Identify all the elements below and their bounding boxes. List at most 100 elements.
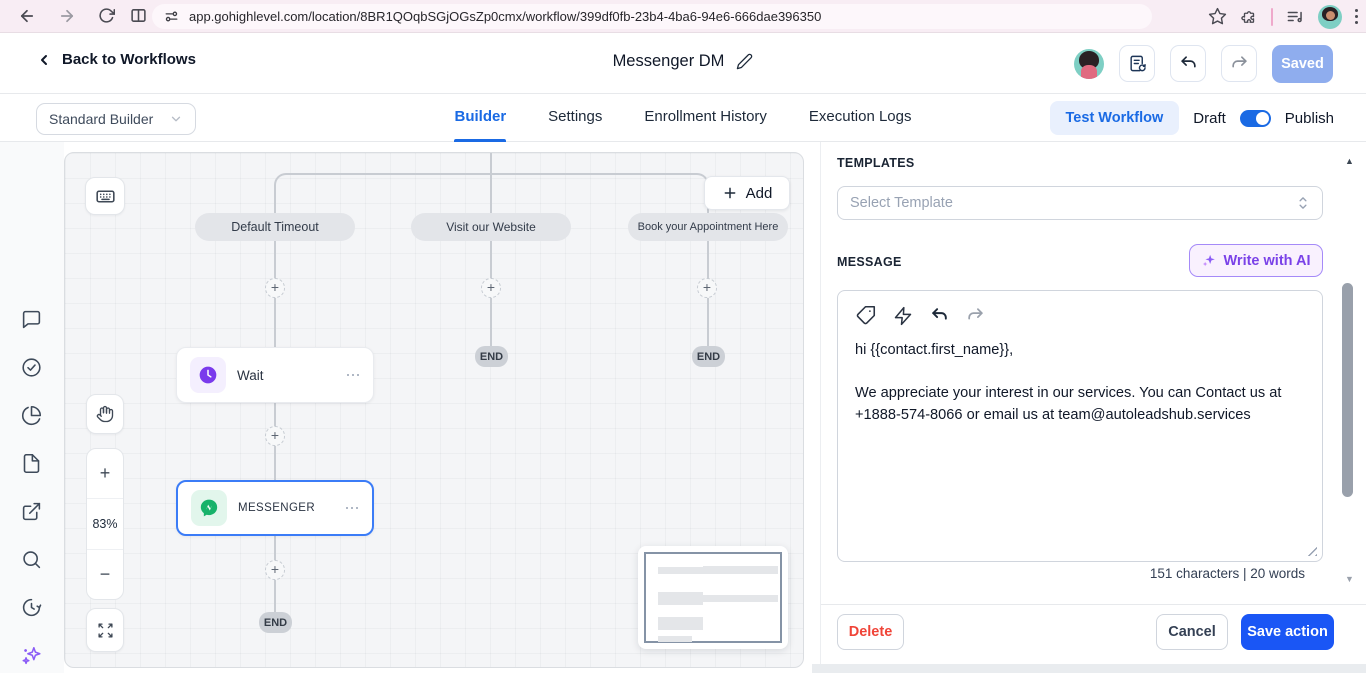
workflow-canvas[interactable]: Add Default Timeout Visit our Website Bo…	[64, 152, 804, 668]
url-text: app.gohighlevel.com/location/8BR1QOqbSGj…	[189, 9, 822, 24]
zoom-level: 83%	[87, 498, 123, 548]
editor-toolbar	[838, 291, 1322, 330]
scroll-up-arrow[interactable]: ▲	[1345, 156, 1354, 166]
template-select[interactable]: Select Template	[837, 186, 1323, 220]
external-link-icon[interactable]	[21, 501, 42, 522]
branch-pill-default-timeout[interactable]: Default Timeout	[195, 213, 355, 241]
page-bottom-strip	[812, 664, 1366, 673]
zoom-in-button[interactable]: +	[99, 463, 111, 484]
redo-icon	[1231, 56, 1247, 68]
builder-mode-select[interactable]: Standard Builder	[36, 103, 196, 135]
search-icon[interactable]	[21, 549, 42, 570]
branch-pill-visit-website[interactable]: Visit our Website	[411, 213, 571, 241]
chrome-divider	[1271, 7, 1273, 26]
connector-right-branch	[707, 185, 709, 346]
chat-icon[interactable]	[21, 309, 42, 330]
tab-enrollment-history[interactable]: Enrollment History	[644, 108, 767, 125]
draft-publish-toggle[interactable]	[1239, 109, 1271, 127]
scroll-down-arrow[interactable]: ▼	[1345, 574, 1354, 584]
app-header: Back to Workflows Messenger DM Saved	[0, 33, 1366, 94]
file-icon[interactable]	[21, 453, 42, 474]
browser-menu-icon[interactable]	[1355, 9, 1358, 24]
editor-undo-icon[interactable]	[930, 306, 949, 325]
undo-button[interactable]	[1170, 45, 1206, 82]
workflow-title: Messenger DM	[612, 52, 725, 70]
address-bar[interactable]: app.gohighlevel.com/location/8BR1QOqbSGj…	[152, 4, 1152, 29]
add-label: Add	[745, 184, 773, 202]
delete-button[interactable]: Delete	[837, 614, 904, 650]
workflow-node-wait[interactable]: Wait	[176, 347, 374, 403]
trigger-links-bolt-icon[interactable]	[893, 306, 913, 326]
write-with-ai-label: Write with AI	[1223, 252, 1311, 269]
tab-builder[interactable]: Builder	[454, 94, 506, 142]
editor-redo-icon[interactable]	[966, 306, 985, 325]
workflow-node-messenger[interactable]: MESSENGER	[176, 480, 374, 536]
minimap[interactable]	[638, 546, 788, 649]
workflow-tabs: Builder Settings Enrollment History Exec…	[0, 94, 1366, 142]
message-textarea[interactable]: hi {{contact.first_name}}, We appreciate…	[855, 342, 1282, 423]
zoom-controls: + 83% −	[86, 448, 124, 600]
edit-title-icon[interactable]	[736, 53, 753, 70]
undo-icon	[1180, 56, 1196, 68]
cancel-button[interactable]: Cancel	[1156, 614, 1228, 650]
pie-chart-icon[interactable]	[21, 405, 42, 426]
publish-label: Publish	[1284, 109, 1334, 127]
node-menu-icon[interactable]	[345, 506, 358, 510]
redo-button[interactable]	[1221, 45, 1257, 82]
templates-heading: TEMPLATES	[837, 156, 915, 170]
sparkle-icon	[1202, 254, 1215, 267]
fullscreen-button[interactable]	[86, 608, 124, 652]
action-config-panel: TEMPLATES Select Template MESSAGE Write …	[820, 142, 1366, 673]
plus-icon	[724, 187, 736, 199]
saved-button[interactable]: Saved	[1272, 44, 1333, 83]
node-menu-icon[interactable]	[346, 373, 359, 377]
add-step-plus[interactable]: +	[265, 560, 285, 580]
select-chevrons-icon	[1299, 197, 1307, 209]
add-step-plus[interactable]: +	[265, 426, 285, 446]
canvas-add-button[interactable]: Add	[704, 176, 790, 210]
pan-tool-button[interactable]	[86, 394, 124, 434]
ai-sparkles-icon[interactable]	[21, 645, 43, 667]
zoom-out-button[interactable]: −	[87, 548, 123, 599]
browser-forward-icon[interactable]	[58, 7, 76, 25]
builder-subnav: Standard Builder Builder Settings Enroll…	[0, 94, 1366, 142]
site-settings-icon[interactable]	[164, 9, 179, 24]
chevron-left-icon	[41, 54, 47, 65]
template-select-placeholder: Select Template	[850, 195, 953, 211]
browser-profile-avatar[interactable]	[1318, 4, 1342, 29]
end-node: END	[259, 612, 292, 633]
tab-settings[interactable]: Settings	[548, 108, 603, 125]
keyboard-shortcuts-button[interactable]	[85, 177, 125, 215]
workflow-history-button[interactable]	[1119, 45, 1155, 82]
user-avatar[interactable]	[1074, 48, 1104, 79]
add-step-plus[interactable]: +	[697, 278, 717, 298]
end-node: END	[692, 346, 725, 367]
browser-back-icon[interactable]	[18, 7, 36, 25]
panel-scrollbar[interactable]	[1342, 283, 1353, 497]
save-action-button[interactable]: Save action	[1241, 614, 1334, 650]
left-toolbar	[0, 142, 64, 673]
extensions-icon[interactable]	[1240, 8, 1258, 26]
connector-branch-bracket	[274, 173, 709, 187]
history-clock-icon[interactable]	[21, 597, 42, 618]
write-with-ai-button[interactable]: Write with AI	[1189, 244, 1323, 277]
wait-icon	[190, 357, 226, 393]
branch-pill-book-appointment[interactable]: Book your Appointment Here	[628, 213, 788, 241]
draft-label: Draft	[1193, 109, 1226, 127]
back-to-workflows[interactable]: Back to Workflows	[36, 51, 196, 68]
browser-reading-list-icon[interactable]	[130, 7, 147, 24]
test-workflow-button[interactable]: Test Workflow	[1049, 101, 1180, 135]
tab-media-icon[interactable]	[1286, 7, 1305, 26]
browser-reload-icon[interactable]	[98, 7, 115, 24]
chevron-down-icon	[171, 116, 181, 122]
message-heading: MESSAGE	[837, 255, 902, 269]
check-circle-icon[interactable]	[21, 357, 42, 378]
node-label: Wait	[237, 367, 264, 383]
expand-icon	[97, 622, 113, 638]
add-step-plus[interactable]: +	[265, 278, 285, 298]
add-step-plus[interactable]: +	[481, 278, 501, 298]
bookmark-star-icon[interactable]	[1208, 7, 1227, 26]
custom-values-tag-icon[interactable]	[855, 305, 876, 326]
resize-handle[interactable]	[1306, 545, 1317, 556]
tab-execution-logs[interactable]: Execution Logs	[808, 108, 912, 125]
